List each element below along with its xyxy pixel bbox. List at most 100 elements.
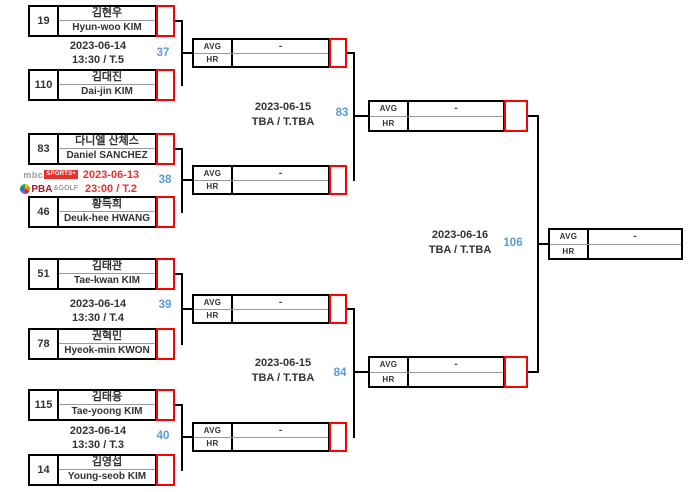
hr-row: HR xyxy=(194,180,328,194)
bracket-connector-line xyxy=(353,308,355,438)
player-names: 김태관 Tae-kwan KIM xyxy=(57,260,155,288)
sports-plus-badge: SPORTS+ xyxy=(44,170,78,179)
avg-row: AVG - xyxy=(370,102,503,117)
player-name-en: Deuk-hee HWANG xyxy=(63,213,151,224)
player-names: 김영섭 Young-seob KIM xyxy=(57,456,155,484)
match-time: 23:00 / T.2 xyxy=(85,183,137,195)
match-number: 83 xyxy=(335,107,349,119)
hr-value xyxy=(409,117,503,131)
winner-stub xyxy=(156,258,175,290)
hr-label: HR xyxy=(550,244,589,258)
winner-stub xyxy=(156,454,175,486)
bracket-connector-line xyxy=(181,273,183,345)
player-name-kr: 권혁민 xyxy=(59,330,155,344)
player-box: 51 김태관 Tae-kwan KIM xyxy=(28,258,157,290)
hr-value xyxy=(233,181,328,194)
score-box: AVG - HR xyxy=(548,228,683,260)
mbc-logo-text: mbc xyxy=(23,169,44,180)
player-name-kr: 김태융 xyxy=(59,391,155,405)
player-names: 김태융 Tae-yoong KIM xyxy=(57,391,155,419)
winner-stub xyxy=(156,5,175,37)
score-box: AVG - HR xyxy=(192,294,330,324)
avg-label: AVG xyxy=(370,358,409,372)
bracket-connector-line xyxy=(353,52,355,181)
avg-row: AVG - xyxy=(370,358,503,373)
match-time: TBA / T.TBA xyxy=(428,244,492,256)
match-schedule: 2023-06-16 TBA / T.TBA xyxy=(410,228,510,258)
bracket-connector-line xyxy=(183,179,192,181)
avg-row: AVG - xyxy=(194,40,328,54)
golf-logo-text: &GOLF xyxy=(53,185,79,192)
match-date: 2023-06-14 xyxy=(69,40,127,52)
match-schedule: 2023-06-13 23:00 / T.2 xyxy=(76,168,146,196)
avg-row: AVG - xyxy=(194,167,328,181)
match-schedule: 2023-06-15 TBA / T.TBA xyxy=(233,100,333,130)
player-name-kr: 김현우 xyxy=(59,7,155,21)
match-time: 13:30 / T.4 xyxy=(72,312,124,324)
winner-stub xyxy=(329,165,347,195)
player-names: 황득희 Deuk-hee HWANG xyxy=(57,198,155,226)
player-name-en: Tae-yoong KIM xyxy=(71,406,143,417)
bracket-connector-line xyxy=(183,52,192,54)
player-names: 권혁민 Hyeok-min KWON xyxy=(57,330,155,358)
score-box: AVG - HR xyxy=(192,165,330,195)
match-time: TBA / T.TBA xyxy=(251,116,315,128)
hr-row: HR xyxy=(550,244,681,259)
avg-value: - xyxy=(454,359,458,371)
bracket-connector-line xyxy=(183,436,192,438)
avg-label: AVG xyxy=(550,230,589,244)
player-seed: 78 xyxy=(37,338,50,350)
player-name-kr: 김영섭 xyxy=(59,456,155,470)
winner-stub xyxy=(156,133,175,165)
avg-label: AVG xyxy=(194,424,233,437)
avg-value: - xyxy=(633,231,637,243)
avg-value: - xyxy=(278,296,283,308)
match-number: 38 xyxy=(158,174,172,186)
player-names: 다니엘 산체스 Daniel SANCHEZ xyxy=(57,135,155,163)
match-time: 13:30 / T.3 xyxy=(72,439,124,451)
score-box: AVG - HR xyxy=(192,38,330,68)
match-number: 37 xyxy=(156,47,170,59)
avg-row: AVG - xyxy=(550,230,681,245)
player-name-en: Tae-kwan KIM xyxy=(74,275,140,286)
hr-row: HR xyxy=(194,53,328,66)
match-date: 2023-06-15 xyxy=(254,101,312,113)
match-date: 2023-06-14 xyxy=(69,298,127,310)
bracket-connector-line xyxy=(175,20,183,22)
avg-label: AVG xyxy=(370,102,409,116)
avg-value: - xyxy=(278,40,283,52)
winner-stub xyxy=(156,328,175,360)
player-names: 김대진 Dai-jin KIM xyxy=(57,71,155,99)
hr-value xyxy=(589,245,681,259)
player-box: 110 김대진 Dai-jin KIM xyxy=(28,69,157,101)
bracket-connector-line xyxy=(175,148,183,150)
player-name-en: Hyun-woo KIM xyxy=(72,22,142,33)
avg-label: AVG xyxy=(194,167,233,180)
hr-value xyxy=(409,373,503,387)
player-names: 김현우 Hyun-woo KIM xyxy=(57,7,155,35)
player-name-en: Daniel SANCHEZ xyxy=(66,150,148,161)
player-seed: 51 xyxy=(37,268,50,280)
player-box: 83 다니엘 산체스 Daniel SANCHEZ xyxy=(28,133,157,165)
hr-label: HR xyxy=(194,437,233,450)
match-number: 84 xyxy=(333,367,347,379)
avg-label: AVG xyxy=(194,40,233,53)
score-box: AVG - HR xyxy=(192,422,330,452)
pba-golf-logo: PBA &GOLF xyxy=(8,183,78,195)
player-box: 78 권혁민 Hyeok-min KWON xyxy=(28,328,157,360)
hr-row: HR xyxy=(194,437,328,451)
bracket-connector-line xyxy=(175,273,183,275)
hr-label: HR xyxy=(194,53,233,66)
bracket-connector-line xyxy=(181,20,183,86)
match-number: 39 xyxy=(158,299,172,311)
winner-stub xyxy=(329,422,347,452)
player-seed: 19 xyxy=(37,15,50,27)
bracket-connector-line xyxy=(181,148,183,213)
hr-value xyxy=(233,438,328,451)
match-date: 2023-06-16 xyxy=(431,229,489,241)
bracket-connector-line xyxy=(347,52,355,54)
bracket-connector-line xyxy=(355,115,368,117)
avg-value: - xyxy=(278,424,283,436)
bracket-connector-line xyxy=(347,308,355,310)
